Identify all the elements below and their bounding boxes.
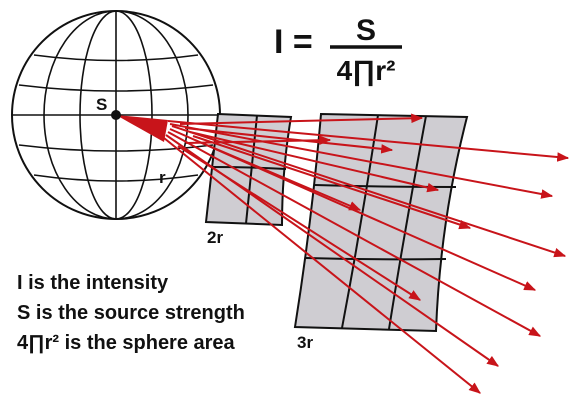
ray-arrow (192, 135, 472, 230)
formula-lhs: I = (274, 23, 313, 61)
square-3r-grid-line (341, 114, 379, 329)
ray-arrow (167, 131, 542, 337)
ray-arrow (179, 113, 424, 125)
formula-numerator: S (356, 14, 376, 47)
legend-sphere-area: 4∏r² is the sphere area (17, 332, 236, 354)
source-label: S (96, 95, 107, 114)
square-3r-grid-line (388, 115, 427, 330)
legend-intensity: I is the intensity (17, 272, 169, 294)
square-2r-grid-line (211, 166, 287, 170)
ray-arrow (177, 145, 422, 301)
legend-source-strength: S is the source strength (17, 302, 245, 324)
ray-arrow (163, 137, 481, 394)
longitude-line (43, 10, 189, 220)
square-2r-label: 2r (207, 228, 223, 247)
rays (163, 113, 570, 394)
sphere (11, 10, 221, 220)
ray-arrow (185, 135, 332, 146)
ray-cone (116, 115, 168, 142)
square-3r-grid-line (314, 184, 457, 188)
ray-arrow (194, 139, 362, 211)
source-point (111, 110, 121, 120)
ray-arrow (169, 123, 554, 199)
ray-arrow (184, 127, 394, 154)
ray-arrow (171, 125, 567, 258)
ray-arrow (167, 120, 570, 162)
square-3r-grid-line (305, 257, 447, 261)
radius-label: r (159, 168, 166, 187)
square-3r-label: 3r (297, 333, 313, 352)
formula-denominator: 4∏r² (337, 55, 396, 87)
